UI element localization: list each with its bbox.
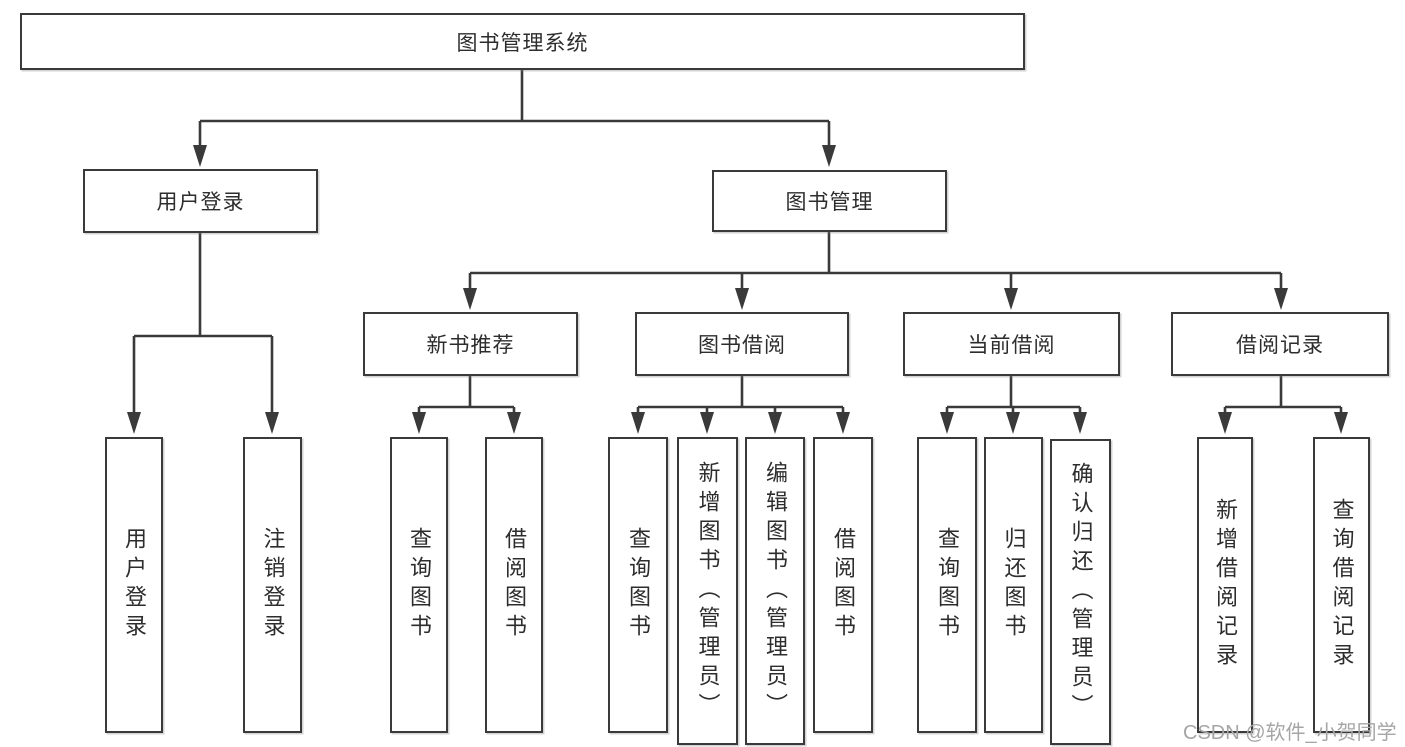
leaf-borrow-query: 查询图书 xyxy=(608,437,668,733)
leaf-record-query: 查询借阅记录 xyxy=(1313,437,1370,733)
leaf-user-login: 用户登录 xyxy=(105,437,163,733)
leaf-newbook-borrow-label: 借阅图书 xyxy=(502,527,527,643)
node-new-book-recommend: 新书推荐 xyxy=(363,312,578,376)
leaf-return-book-label: 归还图书 xyxy=(1001,527,1027,643)
leaf-newbook-query-label: 查询图书 xyxy=(407,527,432,643)
node-borrowing-records: 借阅记录 xyxy=(1171,312,1389,376)
leaf-confirm-return-admin-label: 确认归还（管理员） xyxy=(1068,461,1094,723)
leaf-borrow-edit-admin-label: 编辑图书（管理员） xyxy=(763,460,788,722)
node-user-login-label: 用户登录 xyxy=(156,191,245,214)
leaf-confirm-return-admin: 确认归还（管理员） xyxy=(1050,439,1111,745)
leaf-borrow-edit-admin: 编辑图书（管理员） xyxy=(745,437,805,745)
leaf-borrow-add-admin-label: 新增图书（管理员） xyxy=(695,460,721,722)
node-system-root-label: 图书管理系统 xyxy=(456,31,589,55)
node-new-book-recommend-label: 新书推荐 xyxy=(426,334,515,357)
leaf-newbook-query: 查询图书 xyxy=(390,437,448,733)
leaf-record-add-label: 新增借阅记录 xyxy=(1213,498,1238,672)
leaf-logout: 注销登录 xyxy=(243,437,302,733)
leaf-borrow-book: 借阅图书 xyxy=(813,437,873,733)
csdn-watermark: CSDN @软件_小贺同学 xyxy=(1183,722,1397,744)
node-book-management: 图书管理 xyxy=(712,170,947,232)
node-book-management-label: 图书管理 xyxy=(785,191,874,214)
node-book-borrowing-label: 图书借阅 xyxy=(698,334,786,357)
leaf-borrow-book-label: 借阅图书 xyxy=(831,527,856,643)
leaf-current-query-label: 查询图书 xyxy=(935,527,960,643)
leaf-logout-label: 注销登录 xyxy=(260,527,286,643)
leaf-borrow-add-admin: 新增图书（管理员） xyxy=(677,437,738,745)
leaf-user-login-label: 用户登录 xyxy=(122,527,147,643)
node-system-root: 图书管理系统 xyxy=(20,13,1025,70)
node-current-borrowing: 当前借阅 xyxy=(903,312,1120,376)
node-current-borrowing-label: 当前借阅 xyxy=(967,334,1056,357)
node-book-borrowing: 图书借阅 xyxy=(635,312,849,376)
node-user-login: 用户登录 xyxy=(83,169,318,233)
leaf-record-add: 新增借阅记录 xyxy=(1197,437,1253,733)
leaf-return-book: 归还图书 xyxy=(984,437,1043,733)
node-borrowing-records-label: 借阅记录 xyxy=(1236,334,1324,357)
leaf-borrow-query-label: 查询图书 xyxy=(626,527,651,643)
leaf-record-query-label: 查询借阅记录 xyxy=(1329,498,1355,672)
leaf-newbook-borrow: 借阅图书 xyxy=(485,437,543,733)
leaf-current-query: 查询图书 xyxy=(917,437,977,733)
